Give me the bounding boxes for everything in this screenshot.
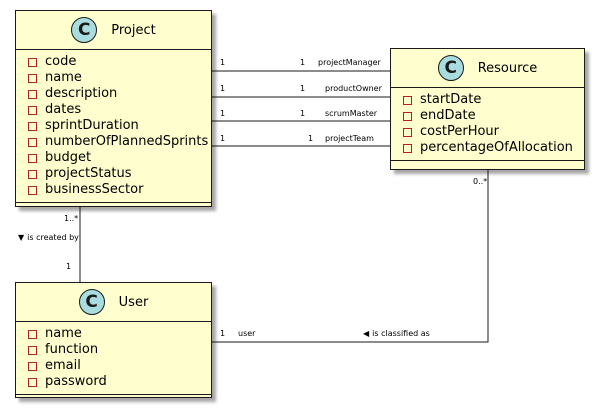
role-label: scrumMaster — [325, 109, 378, 118]
attribute-row: description — [28, 86, 211, 102]
user-class-header: C User — [16, 283, 211, 322]
multiplicity-label: 1 — [300, 109, 306, 118]
attribute-row: startDate — [403, 92, 584, 108]
attribute-name: sprintDuration — [45, 118, 139, 133]
resource-method-compartment — [391, 160, 584, 169]
private-visibility-icon — [403, 127, 412, 137]
attribute-row: budget — [28, 150, 211, 166]
triangle-left-icon: ◀ — [363, 329, 370, 338]
resource-attribute-list: startDate endDate costPerHour percentage… — [391, 88, 584, 160]
attribute-name: password — [45, 374, 107, 389]
multiplicity-label: 1 — [220, 134, 226, 143]
attribute-name: budget — [45, 150, 92, 165]
user-class[interactable]: C User name function email password — [15, 282, 212, 398]
multiplicity-label: 1 — [220, 84, 226, 93]
private-visibility-icon — [28, 185, 37, 195]
project-attribute-list: code name description dates sprintDurati… — [16, 50, 211, 202]
attribute-name: businessSector — [45, 182, 144, 197]
private-visibility-icon — [28, 345, 37, 355]
resource-class[interactable]: C Resource startDate endDate costPerHour… — [390, 48, 585, 170]
attribute-row: endDate — [403, 108, 584, 124]
attribute-row: function — [28, 342, 211, 358]
association-name-label: ▼is created by — [18, 233, 79, 243]
multiplicity-label: 1 — [300, 58, 306, 67]
association-name-text: is created by — [27, 233, 79, 242]
private-visibility-icon — [403, 95, 412, 105]
role-label: projectManager — [318, 58, 381, 67]
resource-class-name: Resource — [477, 60, 538, 76]
user-method-compartment — [16, 394, 211, 403]
attribute-row: name — [28, 70, 211, 86]
private-visibility-icon — [28, 137, 37, 147]
role-label: productOwner — [325, 84, 382, 93]
role-label: user — [238, 329, 256, 338]
attribute-name: function — [45, 342, 99, 357]
attribute-row: percentageOfAllocation — [403, 140, 584, 156]
project-class-name: Project — [111, 22, 156, 38]
triangle-down-icon: ▼ — [18, 233, 25, 242]
attribute-name: costPerHour — [420, 124, 500, 139]
private-visibility-icon — [28, 377, 37, 387]
attribute-name: email — [45, 358, 81, 373]
attribute-row: password — [28, 374, 211, 390]
multiplicity-label: 0..* — [473, 177, 488, 186]
attribute-row: code — [28, 54, 211, 70]
attribute-name: endDate — [420, 108, 476, 123]
multiplicity-label: 1 — [220, 109, 226, 118]
association-name-label: ◀is classified as — [363, 329, 430, 339]
multiplicity-label: 1..* — [64, 214, 79, 223]
user-attribute-list: name function email password — [16, 322, 211, 394]
attribute-row: sprintDuration — [28, 118, 211, 134]
project-class[interactable]: C Project code name description dates sp… — [15, 10, 212, 207]
private-visibility-icon — [403, 143, 412, 153]
role-label: projectTeam — [325, 134, 374, 143]
attribute-row: businessSector — [28, 182, 211, 198]
attribute-name: description — [45, 86, 118, 101]
attribute-row: numberOfPlannedSprints — [28, 134, 211, 150]
attribute-name: name — [45, 326, 82, 341]
attribute-name: startDate — [420, 92, 482, 107]
multiplicity-label: 1 — [220, 58, 226, 67]
class-c-icon: C — [437, 55, 464, 81]
classified-as-link — [212, 170, 489, 343]
resource-class-header: C Resource — [391, 49, 584, 88]
attribute-row: costPerHour — [403, 124, 584, 140]
project-method-compartment — [16, 202, 211, 211]
private-visibility-icon — [28, 121, 37, 131]
attribute-name: dates — [45, 102, 82, 117]
multiplicity-label: 1 — [220, 329, 226, 338]
private-visibility-icon — [403, 111, 412, 121]
attribute-row: dates — [28, 102, 211, 118]
multiplicity-label: 1 — [66, 262, 72, 271]
private-visibility-icon — [28, 105, 37, 115]
multiplicity-label: 1 — [308, 134, 314, 143]
user-class-name: User — [118, 294, 149, 310]
attribute-row: projectStatus — [28, 166, 211, 182]
private-visibility-icon — [28, 57, 37, 67]
attribute-name: name — [45, 70, 82, 85]
attribute-name: code — [45, 54, 77, 69]
association-name-text: is classified as — [372, 329, 430, 338]
class-c-icon: C — [78, 289, 105, 315]
class-c-icon: C — [71, 17, 98, 43]
attribute-name: projectStatus — [45, 166, 132, 181]
attribute-name: numberOfPlannedSprints — [45, 134, 209, 149]
private-visibility-icon — [28, 153, 37, 163]
private-visibility-icon — [28, 169, 37, 179]
attribute-name: percentageOfAllocation — [420, 140, 573, 155]
private-visibility-icon — [28, 361, 37, 371]
project-class-header: C Project — [16, 11, 211, 50]
attribute-row: email — [28, 358, 211, 374]
private-visibility-icon — [28, 89, 37, 99]
attribute-row: name — [28, 326, 211, 342]
private-visibility-icon — [28, 73, 37, 83]
multiplicity-label: 1 — [300, 84, 306, 93]
private-visibility-icon — [28, 329, 37, 339]
